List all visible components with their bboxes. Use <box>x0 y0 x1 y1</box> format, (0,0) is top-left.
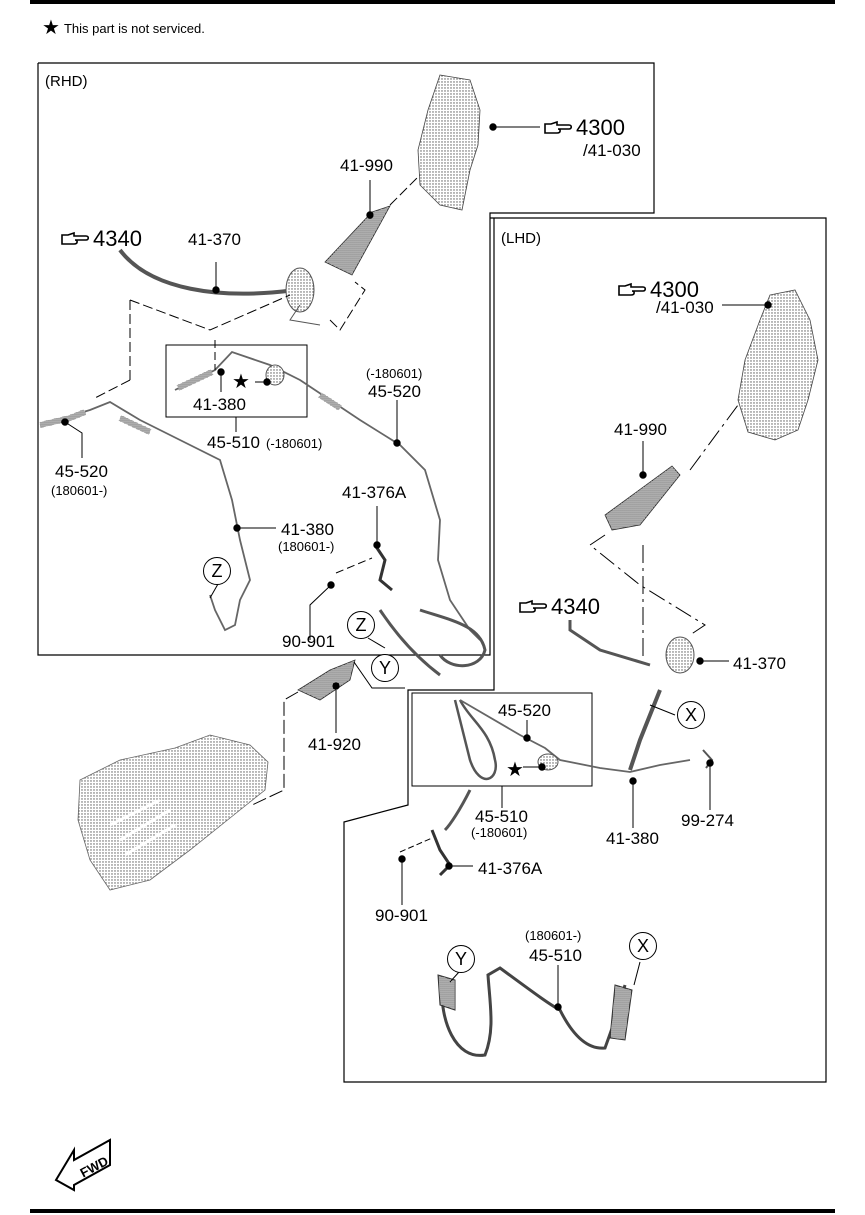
lhd-circle-x-ref-2: X <box>629 932 657 960</box>
rhd-note-45-520-left: (180601-) <box>51 483 108 498</box>
fwd-arrow-icon: FWD <box>50 1135 120 1200</box>
lhd-label-41-370: 41-370 <box>733 654 786 673</box>
rhd-frame <box>37 62 655 656</box>
lhd-cable-41-990 <box>604 465 681 531</box>
rhd-star-icon: ★ <box>232 369 250 393</box>
lhd-label-45-510-b: 45-510 <box>529 946 582 965</box>
rhd-shifter-housing <box>417 74 481 211</box>
pointing-hand-icon <box>61 231 90 245</box>
part-41-920 <box>297 659 356 701</box>
rhd-circle-z-ref: Z <box>203 557 231 585</box>
rhd-label-41-990: 41-990 <box>340 156 393 175</box>
lhd-label-99-274: 99-274 <box>681 811 734 830</box>
lhd-label-90-901: 90-901 <box>375 906 428 925</box>
pointing-hand-icon <box>519 599 548 613</box>
rhd-ref-4340[interactable]: 4340 <box>60 228 142 250</box>
rhd-label-41-370: 41-370 <box>188 230 241 249</box>
lhd-label-41-380: 41-380 <box>606 829 659 848</box>
section-lhd: (LHD) <box>501 230 541 247</box>
rhd-label-90-901: 90-901 <box>282 632 335 651</box>
rhd-cable-41-370 <box>118 248 296 296</box>
circle-y-ref: Y <box>371 654 399 682</box>
pointing-hand-icon <box>618 282 647 296</box>
lhd-41-370-body <box>665 636 695 674</box>
lhd-ref-41-030: /41-030 <box>656 298 714 317</box>
legend-note: ★ This part is not serviced. <box>42 18 205 38</box>
rhd-label-45-510: 45-510 <box>207 433 260 452</box>
rhd-ref-4300[interactable]: 4300 <box>543 117 625 139</box>
legend-text: This part is not serviced. <box>63 20 205 36</box>
lhd-star-icon: ★ <box>506 757 524 781</box>
lhd-sensor-45-510 <box>440 966 627 1057</box>
rhd-label-41-380-box: 41-380 <box>193 395 246 414</box>
rhd-ref-41-030: /41-030 <box>583 141 641 160</box>
label-41-920: 41-920 <box>308 735 361 754</box>
rhd-label-45-520-left: 45-520 <box>55 462 108 481</box>
rhd-label-41-380: 41-380 <box>281 520 334 539</box>
star-icon: ★ <box>42 17 60 39</box>
lhd-label-45-510: 45-510 <box>475 807 528 826</box>
rhd-label-41-376a: 41-376A <box>342 483 407 502</box>
top-border <box>30 0 835 4</box>
transmission <box>77 734 269 891</box>
lhd-ref-4300[interactable]: 4300 <box>617 279 699 301</box>
lhd-note-45-510: (-180601) <box>471 825 528 840</box>
lhd-circle-y-ref: Y <box>447 945 475 973</box>
rhd-note-45-510: (-180601) <box>266 436 323 451</box>
lhd-frame <box>343 217 827 1083</box>
rhd-circle-z-ref-2: Z <box>347 611 375 639</box>
rhd-note-45-520-right: (-180601) <box>366 366 423 381</box>
lhd-label-45-520: 45-520 <box>498 701 551 720</box>
lhd-ref-4340[interactable]: 4340 <box>518 596 600 618</box>
lhd-circle-x-ref: X <box>677 701 705 729</box>
lhd-shifter-housing <box>737 289 819 441</box>
lhd-note-45-510-b: (180601-) <box>525 928 582 943</box>
rhd-note-41-380: (180601-) <box>278 539 335 554</box>
lhd-label-41-990: 41-990 <box>614 420 667 439</box>
pointing-hand-icon <box>544 120 573 134</box>
rhd-cable-41-990 <box>324 205 391 276</box>
rhd-label-45-520-right: 45-520 <box>368 382 421 401</box>
section-rhd: (RHD) <box>45 73 88 90</box>
lhd-label-41-376a: 41-376A <box>478 859 543 878</box>
bottom-border <box>30 1209 835 1213</box>
